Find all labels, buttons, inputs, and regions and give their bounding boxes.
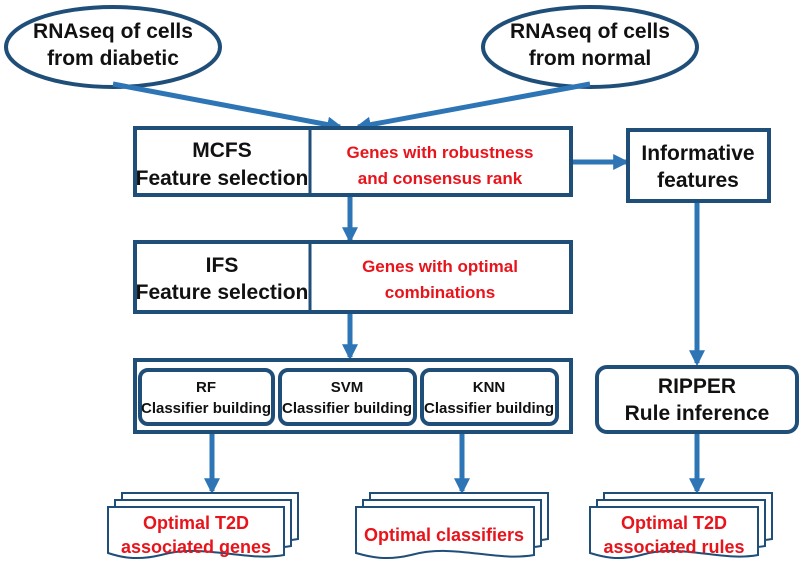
arrow-normal-to-mcfs (354, 81, 591, 133)
classifier-knn-name: KNN (473, 379, 506, 396)
arrows (112, 81, 706, 495)
mcfs-result-line1: Genes with robustness (346, 143, 533, 162)
ifs-result-line1: Genes with optimal (362, 257, 518, 276)
output-rules-line2: associated rules (603, 537, 744, 557)
classifier-svm-name: SVM (331, 379, 364, 396)
mcfs-subtitle: Feature selection (136, 167, 309, 190)
ripper-box: RIPPER Rule inference (595, 365, 799, 434)
output-rules-line1: Optimal T2D (621, 513, 727, 533)
classifier-knn-task: Classifier building (424, 400, 554, 417)
classifier-svm-task: Classifier building (282, 400, 412, 417)
output-genes-line1: Optimal T2D (143, 513, 249, 533)
ripper-title: RIPPER (658, 375, 736, 398)
input-normal-node: RNAseq of cells from normal (481, 5, 699, 89)
ifs-subtitle: Feature selection (136, 281, 309, 304)
input-diabetic-line1: RNAseq of cells (33, 20, 193, 43)
input-normal-line1: RNAseq of cells (510, 20, 670, 43)
output-rules-document: Optimal T2D associated rules (589, 492, 773, 560)
classifier-rf-name: RF (196, 379, 216, 396)
arrow-diabetic-to-mcfs (112, 81, 344, 133)
classifier-group: RF Classifier building SVM Classifier bu… (133, 358, 573, 434)
output-genes-document: Optimal T2D associated genes (107, 492, 299, 560)
classifier-knn: KNN Classifier building (420, 368, 559, 426)
classifier-svm: SVM Classifier building (278, 368, 417, 426)
input-normal-line2: from normal (529, 47, 652, 70)
mcfs-box: MCFS Feature selection Genes with robust… (133, 126, 573, 197)
output-classifiers-document: Optimal classifiers (355, 492, 549, 560)
mcfs-result-line2: and consensus rank (358, 169, 523, 188)
classifier-rf: RF Classifier building (138, 368, 275, 426)
ifs-result-line2: combinations (385, 283, 496, 302)
mcfs-title: MCFS (192, 139, 252, 162)
informative-line2: features (657, 169, 739, 192)
ifs-box: IFS Feature selection Genes with optimal… (133, 240, 573, 314)
informative-line1: Informative (641, 142, 754, 165)
output-genes-line2: associated genes (121, 537, 271, 557)
input-diabetic-node: RNAseq of cells from diabetic (4, 5, 222, 89)
ifs-title: IFS (206, 254, 239, 277)
ripper-subtitle: Rule inference (625, 402, 770, 425)
classifier-rf-task: Classifier building (141, 400, 271, 417)
informative-features-box: Informative features (626, 128, 771, 203)
output-classifiers-line1: Optimal classifiers (364, 525, 524, 545)
input-diabetic-line2: from diabetic (47, 47, 179, 70)
